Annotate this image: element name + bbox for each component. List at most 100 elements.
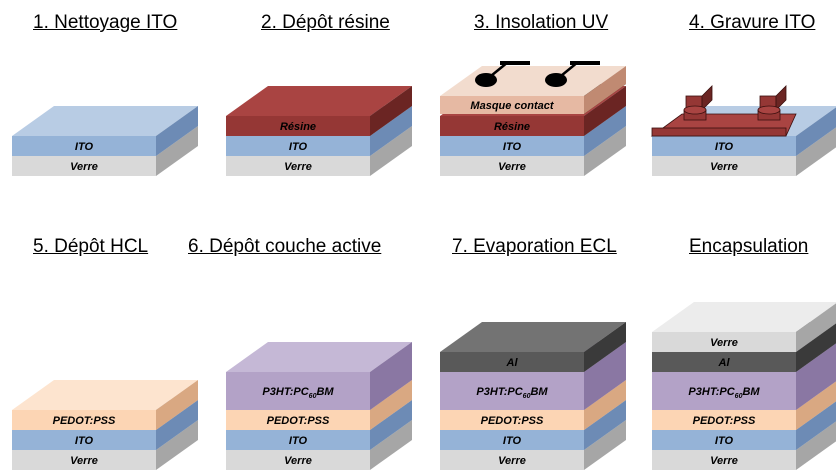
layer-verre-front-face [440, 450, 584, 470]
layer-ito-side-face [584, 400, 626, 450]
layer-label-ito: ITO [75, 141, 94, 153]
mask-pattern-line [484, 62, 510, 80]
layer-p3ht-side-face [584, 342, 626, 410]
layer-p3ht-front-face [226, 372, 370, 410]
resin-cylinder-top [683, 105, 707, 115]
layer-verre-side-face [370, 420, 412, 470]
layer-al-front-face [440, 352, 584, 372]
stack-step-4: Verre ITO [650, 85, 836, 176]
layer-label-resine: Résine [280, 121, 316, 133]
step-6-title: 6. Dépôt couche active [188, 236, 382, 257]
layer-ito-side-face [156, 400, 198, 450]
layer-pedot-front-face [440, 410, 584, 430]
layer-ito-front-face [226, 430, 370, 450]
layer-ito-side-face [156, 106, 198, 156]
resin-block-side [701, 85, 713, 111]
layer-al-top-face [440, 322, 626, 352]
layer-label-verre: Verre [710, 161, 738, 173]
layer-label-ito: ITO [289, 435, 308, 447]
contact-mask: Masque contact [440, 61, 626, 114]
mask-pattern-line [554, 62, 580, 80]
layer-verre-side-face [796, 303, 836, 352]
stack-step-2: Verre ITO Résine [226, 86, 412, 176]
layer-ito-front-face [12, 430, 156, 450]
layer-ito-side-face [796, 107, 836, 156]
layer-verre-front-face [12, 450, 156, 470]
step-4-title: 4. Gravure ITO [689, 12, 816, 33]
layer-ito-side-face [370, 106, 412, 156]
step-5-title: 5. Dépôt HCL [33, 236, 149, 257]
layer-ito-side-face [796, 401, 836, 450]
layer-label-verre: Verre [284, 455, 312, 467]
layer-p3ht-side-face [796, 343, 836, 410]
step-2-title: 2. Dépôt résine [261, 12, 390, 33]
layer-ito-front-face [652, 430, 796, 450]
layer-verre-top-face [652, 302, 836, 332]
layer-verre-front-face [226, 450, 370, 470]
layer-label-ito: ITO [75, 435, 94, 447]
layer-p3ht-front-face [440, 372, 584, 410]
layer-p3ht-top-face [226, 342, 412, 372]
layer-label-verre: Verre [70, 455, 98, 467]
mask-pattern-bar [500, 61, 530, 65]
layer-label-resine: Résine [494, 121, 530, 133]
layer-ito-front-face [440, 136, 584, 156]
layer-label-pedot: PEDOT:PSS [693, 415, 756, 427]
layer-pedot-front-face [226, 410, 370, 430]
resin-base-front [651, 127, 787, 137]
layer-label-pedot: PEDOT:PSS [481, 415, 544, 427]
layer-label-al: Al [718, 357, 731, 369]
layer-label-verre: Verre [498, 455, 526, 467]
layer-label-verre: Verre [70, 161, 98, 173]
layer-label-pedot: PEDOT:PSS [267, 415, 330, 427]
layer-ito-front-face [440, 430, 584, 450]
layer-pedot-top-face [12, 380, 198, 410]
layer-p3ht-front-face [652, 372, 796, 410]
layer-verre-side-face [156, 126, 198, 176]
layer-pedot-side-face [156, 380, 198, 430]
layer-ito-side-face [584, 106, 626, 156]
layer-label-ito: ITO [289, 141, 308, 153]
layer-verre-side-face [156, 420, 198, 470]
layer-resine-top-face [226, 86, 412, 116]
layer-verre-side-face [584, 126, 626, 176]
layer-pedot-side-face [796, 381, 836, 430]
layer-label-ito: ITO [715, 141, 734, 153]
stack-step-1: Verre ITO [12, 106, 198, 176]
layer-verre-front-face [652, 450, 796, 470]
resin-block-side [775, 85, 787, 111]
step-3-title: 3. Insolation UV [474, 12, 609, 33]
resin-cylinder-top [757, 105, 781, 115]
layer-resine-front-face [226, 116, 370, 136]
layer-resine-front-face [440, 116, 584, 136]
layer-label-p3ht: P3HT:PC60BM [262, 386, 334, 400]
layer-label-ito: ITO [715, 435, 734, 447]
layer-ito-top-face [12, 106, 198, 136]
layer-pedot-side-face [370, 380, 412, 430]
layer-resine-side-face [370, 86, 412, 136]
layer-label-ito: ITO [503, 141, 522, 153]
layer-p3ht-side-face [370, 342, 412, 410]
layer-ito-side-face [370, 400, 412, 450]
step-7-title: 7. Evaporation ECL [452, 236, 617, 257]
layer-label-al: Al [506, 357, 519, 369]
mask-side-face [584, 66, 626, 114]
mask-front-face [440, 96, 584, 114]
layer-verre-front-face [652, 332, 796, 352]
layer-label-verre: Verre [284, 161, 312, 173]
layer-verre-front-face [652, 156, 796, 176]
layer-label-p3ht: P3HT:PC60BM [688, 386, 760, 400]
layer-al-side-face [796, 323, 836, 372]
layer-pedot-front-face [12, 410, 156, 430]
mask-label: Masque contact [470, 100, 554, 112]
layer-label-verre: Verre [710, 337, 738, 349]
layer-ito-front-face [12, 136, 156, 156]
layer-ito-front-face [226, 136, 370, 156]
layer-verre-front-face [12, 156, 156, 176]
layer-verre-side-face [584, 420, 626, 470]
layer-ito-front-face [652, 136, 796, 156]
